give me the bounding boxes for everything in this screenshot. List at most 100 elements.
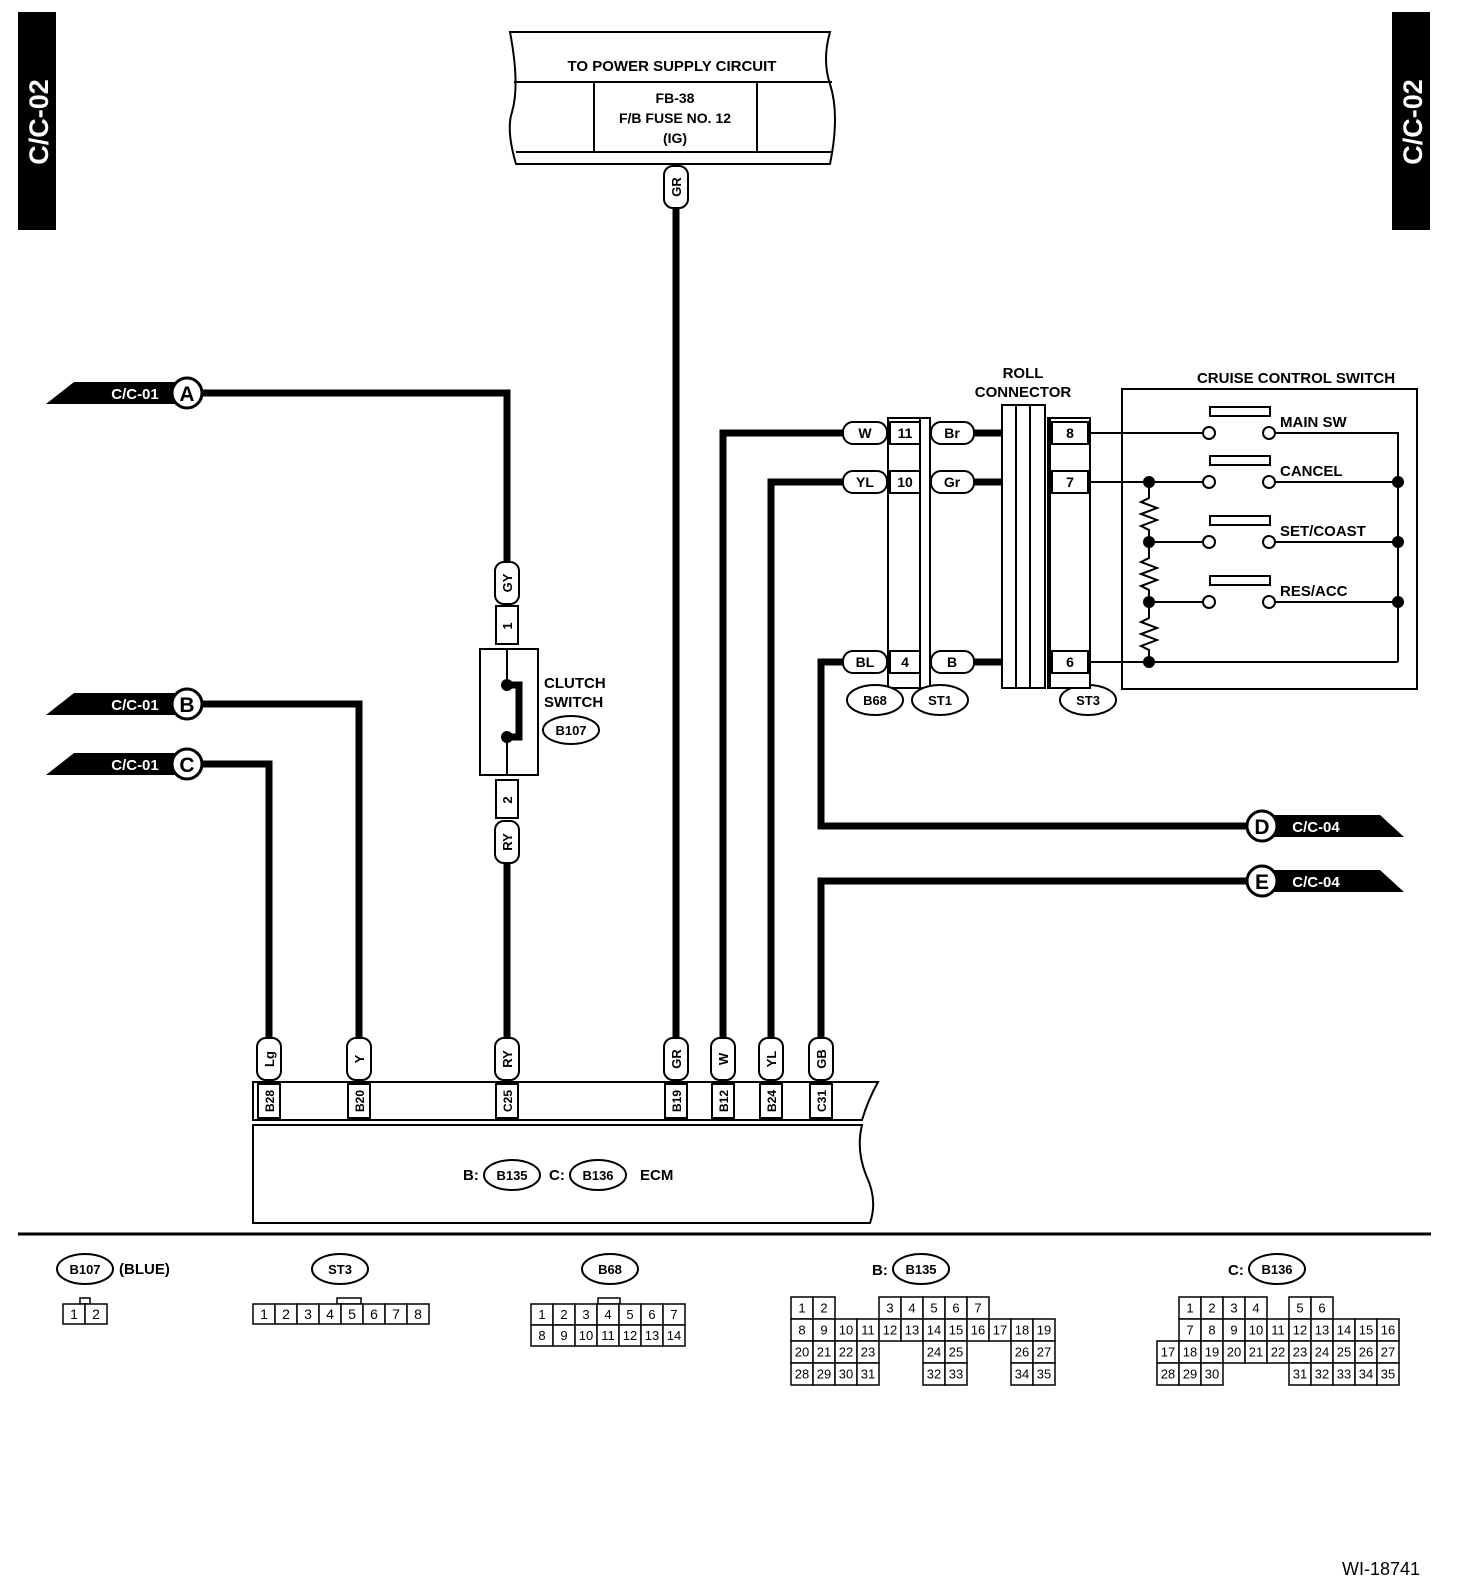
connector-pin: 17 [1161, 1345, 1175, 1360]
roll-connector: ROLL CONNECTOR 8 7 6 [975, 365, 1091, 689]
connector-view-st3-name: ST3 [328, 1262, 352, 1277]
connector-pin: 29 [817, 1367, 831, 1382]
off-page-e-ref: C/C-04 [1292, 874, 1340, 891]
connector-pin: 8 [798, 1323, 805, 1338]
connector-pin: 13 [1315, 1323, 1329, 1338]
connector-pin: 25 [949, 1345, 963, 1360]
ecm-block: B: B135 C: B136 ECM [252, 1081, 880, 1224]
connector-pin: 1 [70, 1306, 78, 1322]
connector-pin: 22 [1271, 1345, 1285, 1360]
st3-pin-7: 7 [1066, 474, 1074, 490]
connector-pin: 1 [1186, 1301, 1193, 1316]
connector-pin: 13 [645, 1328, 659, 1343]
switch-set-coast-label: SET/COAST [1280, 523, 1366, 540]
connector-pin: 5 [930, 1301, 937, 1316]
connector-pin: 31 [1293, 1367, 1307, 1382]
off-page-d: D C/C-04 [1245, 809, 1404, 843]
st1-row3-right-wire: B [947, 654, 957, 670]
power-supply-box: TO POWER SUPPLY CIRCUIT FB-38 F/B FUSE N… [508, 31, 836, 165]
wire-tag-gr-top: GR [663, 165, 689, 209]
connector-pin: 28 [1161, 1367, 1175, 1382]
connector-pin: 18 [1015, 1323, 1029, 1338]
connector-pin: 23 [861, 1345, 875, 1360]
connector-pin: 2 [560, 1307, 567, 1322]
connector-pin: 11 [861, 1323, 875, 1338]
connector-pin: 33 [1337, 1367, 1351, 1382]
connector-pin: 3 [886, 1301, 893, 1316]
ecm-label: ECM [640, 1167, 673, 1184]
connector-pin: 6 [1318, 1301, 1325, 1316]
connector-pin: 6 [648, 1307, 655, 1322]
power-supply-title: TO POWER SUPPLY CIRCUIT [568, 58, 777, 75]
clutch-wire-bottom: RY [500, 833, 515, 851]
st3-pin-8: 8 [1066, 425, 1074, 441]
power-supply-line1: FB-38 [656, 90, 695, 106]
ecm-wire-color: RY [500, 1050, 515, 1068]
connector-pin: 7 [1186, 1323, 1193, 1338]
connector-pin: 16 [1381, 1323, 1395, 1338]
switch-cancel-label: CANCEL [1280, 463, 1343, 480]
b68-row1-left-wire: W [858, 425, 872, 441]
connector-pin: 17 [993, 1323, 1007, 1338]
st3-pin-6: 6 [1066, 654, 1074, 670]
off-page-e-letter: E [1255, 871, 1269, 894]
power-supply-line2: F/B FUSE NO. 12 [619, 110, 731, 126]
connector-pin: 14 [927, 1323, 941, 1338]
tag-b68: B68 [863, 693, 887, 708]
connector-view-b107-note: (BLUE) [119, 1261, 170, 1278]
b68-row2-left-wire: YL [856, 474, 874, 490]
clutch-label-1: CLUTCH [544, 675, 606, 692]
ecm-pin-id: B28 [263, 1090, 277, 1112]
connector-pin: 26 [1359, 1345, 1373, 1360]
off-page-b-ref: C/C-01 [111, 697, 159, 714]
connector-pin: 32 [1315, 1367, 1329, 1382]
connector-pin: 18 [1183, 1345, 1197, 1360]
connector-pin: 10 [1249, 1323, 1263, 1338]
st1-row1-right-wire: Br [944, 425, 960, 441]
clutch-wire-top: GY [500, 573, 515, 592]
ecm-pin-id: B12 [717, 1090, 731, 1112]
connector-pin: 1 [538, 1307, 545, 1322]
connector-pin: 3 [582, 1307, 589, 1322]
off-page-c-letter: C [179, 754, 194, 777]
connector-pin: 19 [1205, 1345, 1219, 1360]
cruise-control-switch: CRUISE CONTROL SWITCH MAIN SW CANCEL SET [1088, 370, 1418, 690]
connector-pin: 7 [974, 1301, 981, 1316]
connector-pin: 26 [1015, 1345, 1029, 1360]
ecm-wire-color: Lg [262, 1051, 277, 1067]
connector-pin: 10 [839, 1323, 853, 1338]
ecm-wire-color: W [716, 1052, 731, 1065]
ecm-pin-id: B24 [765, 1090, 779, 1112]
off-page-a-ref: C/C-01 [111, 386, 159, 403]
connector-pin: 9 [820, 1323, 827, 1338]
page-tag-right-text: C/C-02 [1398, 79, 1428, 165]
off-page-d-letter: D [1254, 816, 1269, 839]
roll-connector-label-1: ROLL [1003, 365, 1044, 382]
connector-pin: 31 [861, 1367, 875, 1382]
connector-pin: 13 [905, 1323, 919, 1338]
ecm-wire-color: YL [764, 1051, 779, 1068]
connector-b68-st1: W 11 Br YL 10 Gr BL 4 B B68 ST1 ST3 [842, 417, 1117, 716]
connector-pin: 4 [604, 1307, 611, 1322]
power-supply-line3: (IG) [663, 130, 687, 146]
tag-st1: ST1 [928, 693, 952, 708]
connector-pin: 20 [1227, 1345, 1241, 1360]
connector-pin: 4 [908, 1301, 915, 1316]
connector-pin: 8 [414, 1306, 422, 1322]
b68-row3-pin: 4 [901, 654, 909, 670]
page-tag-left-text: C/C-02 [24, 79, 54, 165]
connector-pin: 21 [817, 1345, 831, 1360]
connector-pin: 11 [601, 1328, 615, 1343]
ecm-pin-id: B20 [353, 1090, 367, 1112]
page-tag-left: C/C-02 [18, 12, 56, 230]
st1-row2-right-wire: Gr [944, 474, 961, 490]
figure-id: WI-18741 [1342, 1559, 1420, 1579]
switch-res-acc-label: RES/ACC [1280, 583, 1348, 600]
connector-pin: 20 [795, 1345, 809, 1360]
